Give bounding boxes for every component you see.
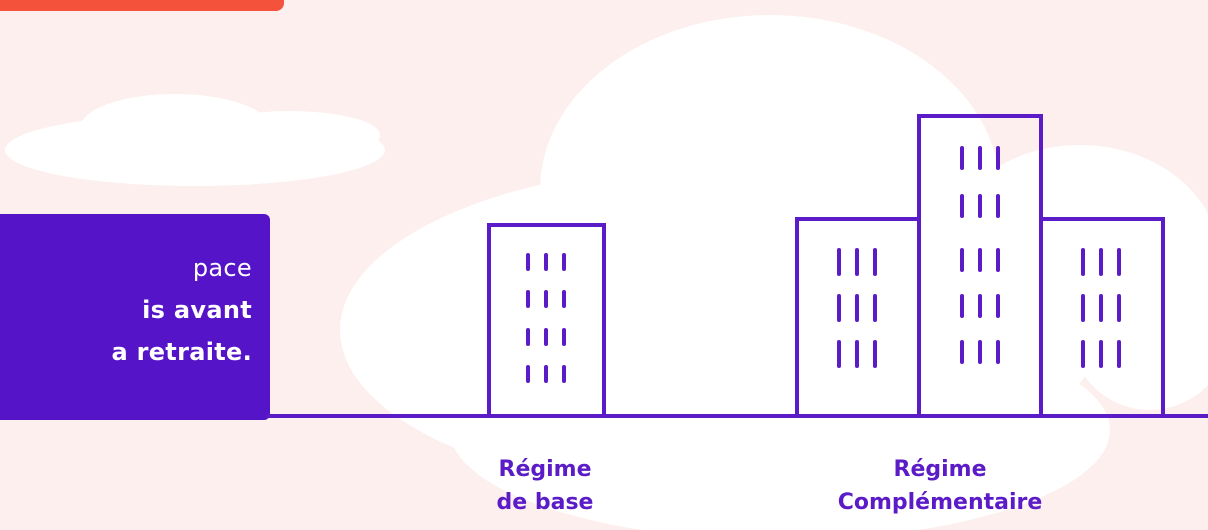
info-card-line-3: a retraite.: [111, 338, 252, 366]
info-card: pace is avant a retraite.: [0, 214, 270, 420]
base-building-icon: [487, 223, 606, 418]
top-banner: [0, 0, 284, 11]
small-cloud: [5, 94, 385, 186]
building-windows: [526, 146, 1121, 383]
label-regime-complementaire: Régime Complémentaire: [820, 453, 1060, 519]
label-base-line-2: de base: [496, 490, 594, 515]
label-base-line-1: Régime: [498, 457, 592, 482]
big-cloud: [340, 15, 1208, 530]
label-compl-line-2: Complémentaire: [837, 490, 1043, 515]
label-regime-de-base: Régime de base: [440, 453, 650, 519]
label-compl-line-1: Régime: [893, 457, 987, 482]
info-card-line-2: is avant: [142, 296, 252, 324]
info-card-line-1: pace: [192, 254, 252, 282]
right-building-icon: [1039, 217, 1165, 418]
